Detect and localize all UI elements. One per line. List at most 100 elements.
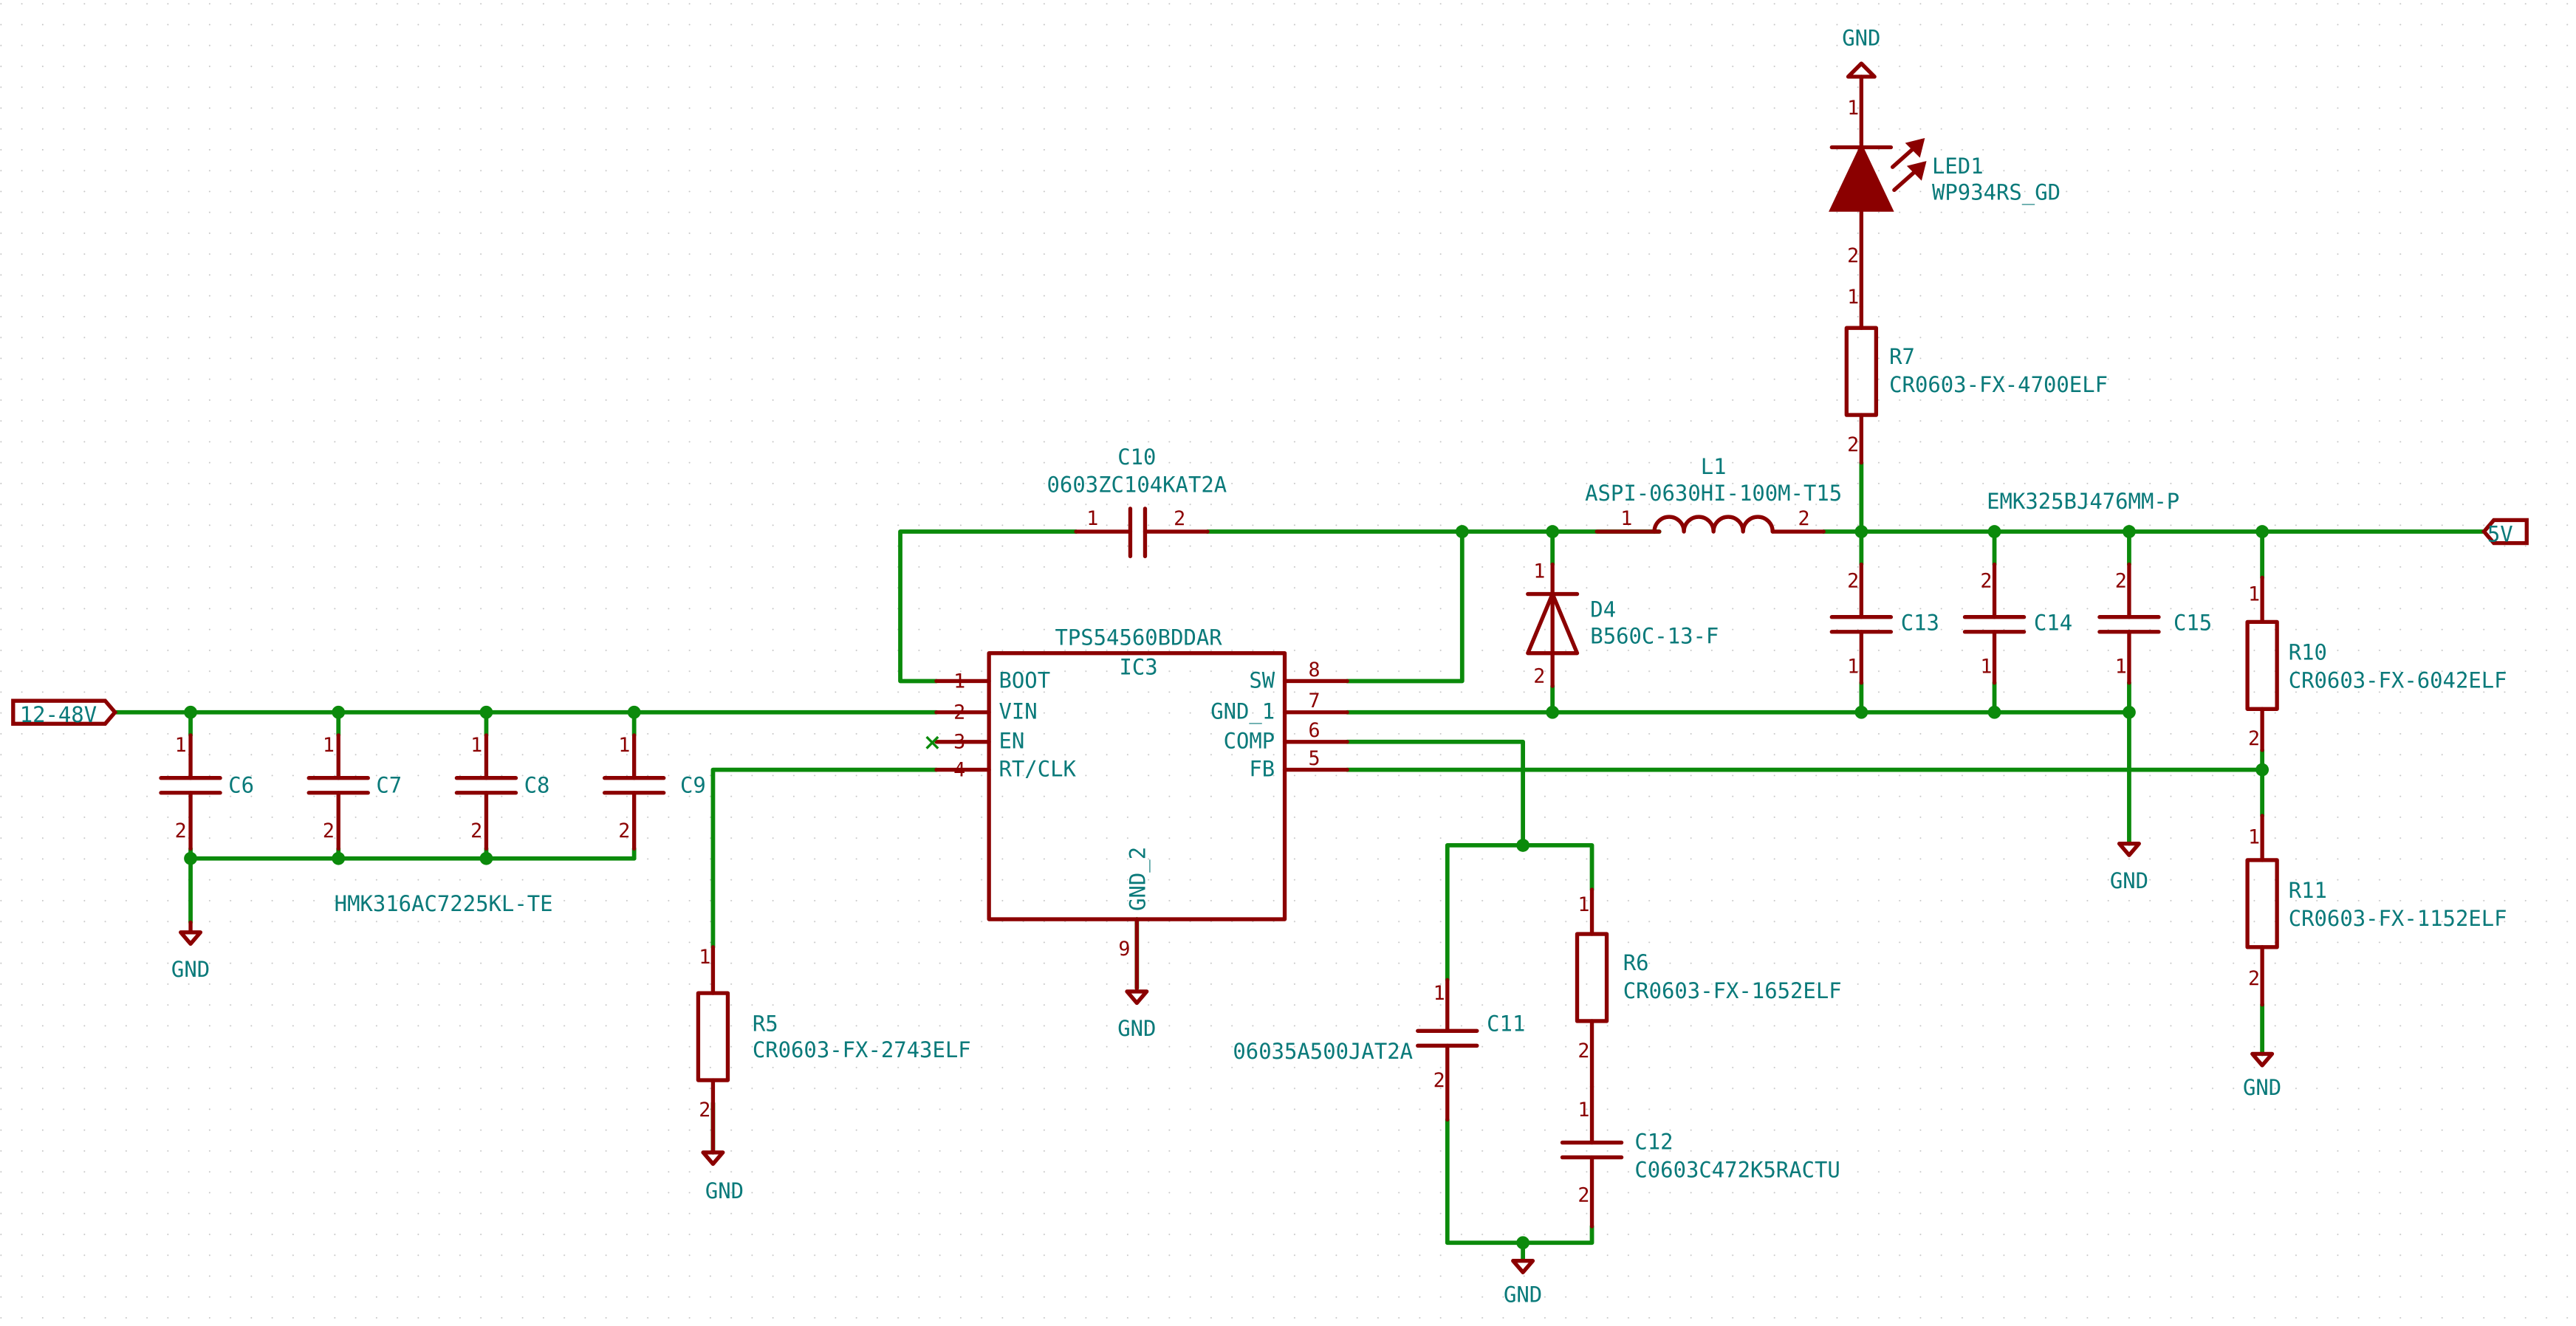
- c10-ref: C10: [1117, 444, 1156, 470]
- ic3-pin-name: SW: [1249, 667, 1275, 693]
- pin-number: 1: [323, 734, 335, 757]
- c9[interactable]: 1 2 C9: [602, 733, 706, 851]
- l1-value: ASPI-0630HI-100M-T15: [1585, 481, 1842, 506]
- c15[interactable]: 2 1 C15: [2097, 562, 2212, 685]
- ic3-pin-number: 4: [953, 758, 965, 781]
- gnd-symbol-input-caps: GND: [171, 920, 210, 982]
- c6-ref: C6: [228, 773, 254, 798]
- c12-value: C0603C472K5RACTU: [1634, 1157, 1840, 1182]
- c11[interactable]: 1 2 C11 06035A500JAT2A: [1233, 978, 1525, 1122]
- wire-boot[interactable]: [898, 529, 1078, 684]
- ic3-pin-number: 9: [1118, 938, 1130, 961]
- c13[interactable]: 2 1 C13: [1829, 562, 1939, 685]
- gnd-symbol-r5: GND: [701, 1150, 744, 1203]
- net-label-vin-text: 12-48V: [20, 702, 97, 727]
- c7[interactable]: 1 2 C7: [306, 733, 402, 851]
- ic3-pin-number: 8: [1309, 659, 1320, 681]
- wire-rt-clk[interactable]: [710, 767, 939, 949]
- r10[interactable]: 1 2 R10 CR0603-FX-6042ELF: [2245, 575, 2507, 752]
- junction-dot: [332, 851, 346, 865]
- c12[interactable]: 1 2 C12 C0603C472K5RACTU: [1560, 1085, 1840, 1229]
- pin-number: 2: [699, 1099, 710, 1121]
- pin-number: 1: [2115, 655, 2127, 678]
- ic3-pin-number: 2: [953, 701, 965, 724]
- c10[interactable]: 1 2 C10 0603ZC104KAT2A: [1047, 444, 1227, 559]
- c11-ref: C11: [1487, 1011, 1525, 1036]
- r7[interactable]: 1 2 R7 CR0603-FX-4700ELF: [1844, 286, 2108, 465]
- junction-dot: [627, 705, 641, 719]
- pin-number: 2: [1174, 507, 1185, 530]
- ic3-pin-name: BOOT: [998, 667, 1050, 693]
- gnd-label: GND: [2110, 868, 2148, 893]
- gnd-label: GND: [705, 1178, 744, 1203]
- net-label-vin[interactable]: 12-48V: [11, 698, 118, 727]
- r11[interactable]: 1 2 R11 CR0603-FX-1152ELF: [2245, 814, 2507, 1007]
- junction-dot: [1854, 705, 1868, 719]
- r11-value: CR0603-FX-1152ELF: [2289, 906, 2507, 931]
- gnd-symbol-ic3: GND: [1117, 989, 1156, 1041]
- pin-number: 2: [1433, 1069, 1445, 1092]
- ic3-pin-number: 5: [1309, 747, 1320, 770]
- c14-ref: C14: [2034, 611, 2072, 636]
- ic3[interactable]: TPS54560BDDAR IC3 1 2 3 4 BOOT VIN EN RT…: [925, 625, 1349, 991]
- pin-number: 1: [1433, 982, 1445, 1005]
- r5[interactable]: 1 2 R5 CR0603-FX-2743ELF: [696, 945, 971, 1155]
- pin-number: 1: [470, 734, 482, 757]
- pin-number: 2: [1847, 433, 1859, 456]
- ic3-pin-number: 7: [1309, 690, 1320, 712]
- l1[interactable]: 1 2 L1 ASPI-0630HI-100M-T15: [1585, 454, 1842, 534]
- c13-ref: C13: [1901, 611, 1939, 636]
- ic3-pin-number: 3: [953, 731, 965, 754]
- r7-ref: R7: [1889, 344, 1915, 369]
- c8-ref: C8: [524, 773, 550, 798]
- c14[interactable]: 2 1 C14: [1962, 562, 2072, 685]
- ic3-value: TPS54560BDDAR: [1055, 625, 1222, 650]
- junction-dot: [184, 705, 197, 719]
- pin-number: 1: [2248, 583, 2260, 605]
- d4-value: B560C-13-F: [1590, 623, 1719, 648]
- junction-dot: [479, 705, 493, 719]
- junction-dot: [1854, 525, 1868, 538]
- c10-value: 0603ZC104KAT2A: [1047, 473, 1227, 498]
- c6[interactable]: 1 2 C6: [159, 733, 254, 851]
- wire-sw[interactable]: [1345, 529, 1465, 684]
- junction-dot: [1987, 525, 2001, 538]
- r10-value: CR0603-FX-6042ELF: [2289, 667, 2507, 693]
- output-caps-value: EMK325BJ476MM-P: [1987, 489, 2179, 514]
- gnd-label: GND: [1842, 26, 1880, 51]
- junction-dot: [1546, 525, 1560, 538]
- gnd-symbol-output-caps: GND: [2110, 842, 2148, 893]
- r11-ref: R11: [2289, 878, 2327, 903]
- r6[interactable]: 1 2 R6 CR0603-FX-1652ELF: [1575, 887, 1842, 1089]
- pin-number: 1: [1578, 1099, 1589, 1121]
- c8[interactable]: 1 2 C8: [454, 733, 550, 851]
- pin-number: 2: [1578, 1184, 1589, 1207]
- pin-number: 2: [2248, 727, 2260, 750]
- junction-dot: [2123, 705, 2136, 719]
- net-label-5v[interactable]: 5V: [2481, 518, 2529, 546]
- r6-ref: R6: [1623, 950, 1649, 975]
- led1-ref: LED1: [1932, 154, 1984, 179]
- pin-number: 2: [1847, 570, 1859, 593]
- gnd-label: GND: [1504, 1282, 1542, 1307]
- gnd-symbol-r11: GND: [2243, 1051, 2281, 1100]
- ic3-pin-name: EN: [998, 729, 1024, 754]
- junction-dot: [1516, 1236, 1530, 1250]
- pin-number: 2: [323, 820, 335, 842]
- pin-number: 1: [1533, 560, 1545, 583]
- led1[interactable]: 1 2 LED1 WP934RS_GD: [1829, 97, 2061, 309]
- ic3-pin-name: RT/CLK: [998, 756, 1076, 781]
- wire-comp[interactable]: [1345, 739, 1525, 848]
- d4[interactable]: 1 2 D4 B560C-13-F: [1526, 560, 1719, 688]
- junction-dot: [479, 851, 493, 865]
- c15-ref: C15: [2174, 611, 2212, 636]
- junction-dot: [1987, 705, 2001, 719]
- no-connect-marker: [925, 735, 939, 749]
- pin-number: 1: [618, 734, 630, 757]
- pin-number: 1: [1847, 286, 1859, 309]
- junction-dot: [2255, 525, 2270, 538]
- pin-number: 2: [175, 820, 187, 842]
- junction-dot: [2255, 763, 2270, 777]
